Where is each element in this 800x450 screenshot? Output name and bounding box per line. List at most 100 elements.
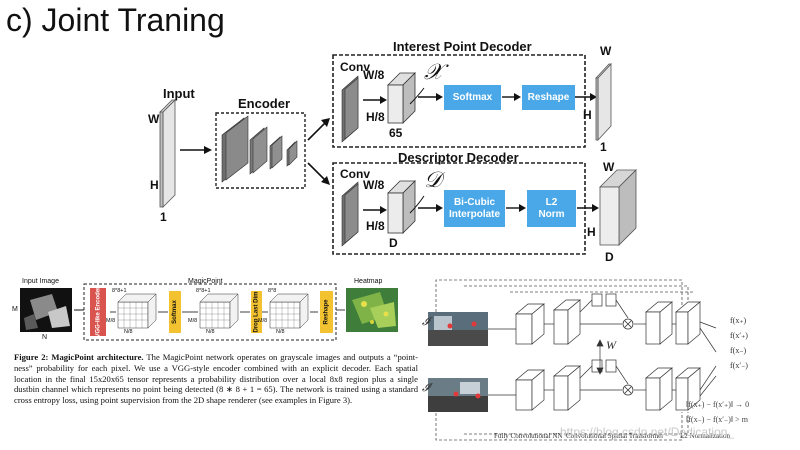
encoder-label: Encoder xyxy=(238,96,291,111)
encoder-box xyxy=(215,112,306,189)
descriptor-tensor-cube xyxy=(387,180,416,234)
image-i-top xyxy=(428,312,488,346)
descriptor-conv-slab xyxy=(341,181,359,247)
heatmap-label: Heatmap xyxy=(354,278,383,285)
arrow-softmax-to-reshape xyxy=(502,93,521,101)
bicubic-interpolate-block: Bi-Cubic Interpolate xyxy=(444,190,505,227)
arrow-input-encoder xyxy=(180,146,212,154)
l2-label-line2: Norm xyxy=(538,208,565,220)
image-i-bottom xyxy=(428,378,488,412)
caption-text: The MagicPoint network operates on grays… xyxy=(14,352,418,406)
superpoint-architecture-diagram xyxy=(159,54,637,255)
input-dim-h: H xyxy=(150,178,159,192)
interest-depth-label: 65 xyxy=(389,126,403,140)
descriptor-symbol-pointer xyxy=(409,195,425,214)
negative-distance-eq: ‖f(x₋) − f(x′₋)‖ > m xyxy=(686,415,748,424)
descriptor-output-block xyxy=(599,169,637,246)
l2-label-line1: L2 xyxy=(545,196,558,208)
mp-arrows xyxy=(110,309,345,313)
input-slab xyxy=(159,99,176,208)
mp-t1-top: 8*8+1 xyxy=(112,288,127,294)
bottom-stream-blocks xyxy=(515,359,701,411)
interest-conv-slab xyxy=(341,75,359,143)
reshape-block: Reshape xyxy=(522,85,575,110)
mp-t3-bottom: N/8 xyxy=(276,329,285,335)
arrow-l2-to-output xyxy=(577,204,599,212)
input-dim-1: 1 xyxy=(160,210,167,224)
mp-reshape-block: Reshape xyxy=(320,291,333,333)
figure-caption: Figure 2: MagicPoint architecture. The M… xyxy=(14,352,418,406)
mp-tensor-1 xyxy=(117,293,157,329)
arrow-to-interest-decoder xyxy=(307,118,330,141)
siamese-network-diagram xyxy=(428,279,717,441)
mp-t3-top: 8*8 xyxy=(268,288,277,294)
input-label: Input xyxy=(163,86,195,101)
multiply-nodes xyxy=(622,318,634,396)
interest-output-h: H xyxy=(583,108,592,122)
interest-conv-label: Conv xyxy=(340,60,370,74)
fcnn-label: Fully Convolutional NN xyxy=(494,432,563,440)
magicpoint-figure xyxy=(20,283,398,341)
arrow-interest-to-softmax xyxy=(418,93,443,101)
magicpoint-box xyxy=(83,283,337,341)
mp-tensor-3 xyxy=(269,293,309,329)
l2-normalization-label: L2 Normalization xyxy=(680,432,730,440)
mp-t2-top: 8*8+1 xyxy=(196,288,211,294)
mp-dim-m: M xyxy=(12,306,18,313)
bicubic-label-line2: Interpolate xyxy=(448,208,501,220)
descriptor-output-w: W xyxy=(603,160,615,174)
interest-h8-label: H/8 xyxy=(366,110,385,124)
interest-x-symbol: 𝒳 xyxy=(424,60,443,85)
descriptor-conv-label: Conv xyxy=(340,167,370,181)
descriptor-decoder-title: Descriptor Decoder xyxy=(398,150,519,165)
siamese-connectors xyxy=(488,299,717,397)
descriptor-depth-label: D xyxy=(389,236,398,250)
caption-figure-label: Figure 2: MagicPoint architecture. xyxy=(14,352,144,362)
positive-distance-eq: ‖f(x₊) − f(x′₊)‖ → 0 xyxy=(686,400,750,409)
vgg-encoder-block: VGG-like Encoder xyxy=(90,286,106,338)
magicpoint-label: MagicPoint xyxy=(188,278,223,285)
f-x-plus: f(x₊) xyxy=(730,316,747,325)
top-stream-blocks xyxy=(515,293,701,345)
mp-t2-side: M/8 xyxy=(188,318,198,324)
interest-decoder-box xyxy=(332,54,586,148)
f-xprime-plus: f(x′₊) xyxy=(730,331,748,340)
input-image-thumbnail xyxy=(20,288,72,332)
mp-tensor-2 xyxy=(199,293,239,329)
bicubic-label-line1: Bi-Cubic xyxy=(453,196,496,208)
f-xprime-minus: f(x′₋) xyxy=(730,361,748,370)
arrow-descriptor-to-bicubic xyxy=(418,204,443,212)
spatial-transformer-label: Convolutional Spatial Transformer xyxy=(566,432,664,440)
mp-t2-bottom: N/8 xyxy=(206,329,215,335)
descriptor-h8-label: H/8 xyxy=(366,219,385,233)
heatmap-thumbnail xyxy=(346,288,398,332)
mp-softmax-block: Softmax xyxy=(169,291,181,333)
mp-t1-bottom: N/8 xyxy=(124,329,133,335)
i-bottom-label: 𝓘′ xyxy=(422,382,432,394)
arrow-bicubic-to-l2 xyxy=(506,204,526,212)
drop-last-dim-block: Drop Last Dim xyxy=(251,291,262,333)
shared-weights-label: W xyxy=(606,338,616,352)
encoder-layers xyxy=(221,115,298,183)
input-dim-w: W xyxy=(148,112,160,126)
interest-symbol-pointer xyxy=(409,87,425,105)
descriptor-d-symbol: 𝒟 xyxy=(424,168,442,193)
descriptor-w8-label: W/8 xyxy=(363,178,385,192)
input-image-label: Input Image xyxy=(22,278,59,285)
interest-tensor-cube xyxy=(387,72,416,124)
mp-t3-side: M/8 xyxy=(258,318,268,324)
interest-w8-label: W/8 xyxy=(363,68,385,82)
interest-output-1: 1 xyxy=(600,140,607,154)
arrow-to-descriptor-decoder xyxy=(307,162,330,185)
softmax-block: Softmax xyxy=(444,85,501,110)
mp-t1-side: M/8 xyxy=(106,318,116,324)
descriptor-output-h: H xyxy=(587,225,596,239)
interest-output-slab xyxy=(595,62,612,142)
descriptor-output-d: D xyxy=(605,250,614,264)
f-x-minus: f(x₋) xyxy=(730,346,747,355)
arrow-interest-conv xyxy=(363,96,387,104)
i-top-label: 𝓘 xyxy=(422,316,430,328)
arrow-descriptor-conv xyxy=(363,206,387,214)
slide-title: c) Joint Traning xyxy=(6,2,225,38)
interest-output-w: W xyxy=(600,44,612,58)
